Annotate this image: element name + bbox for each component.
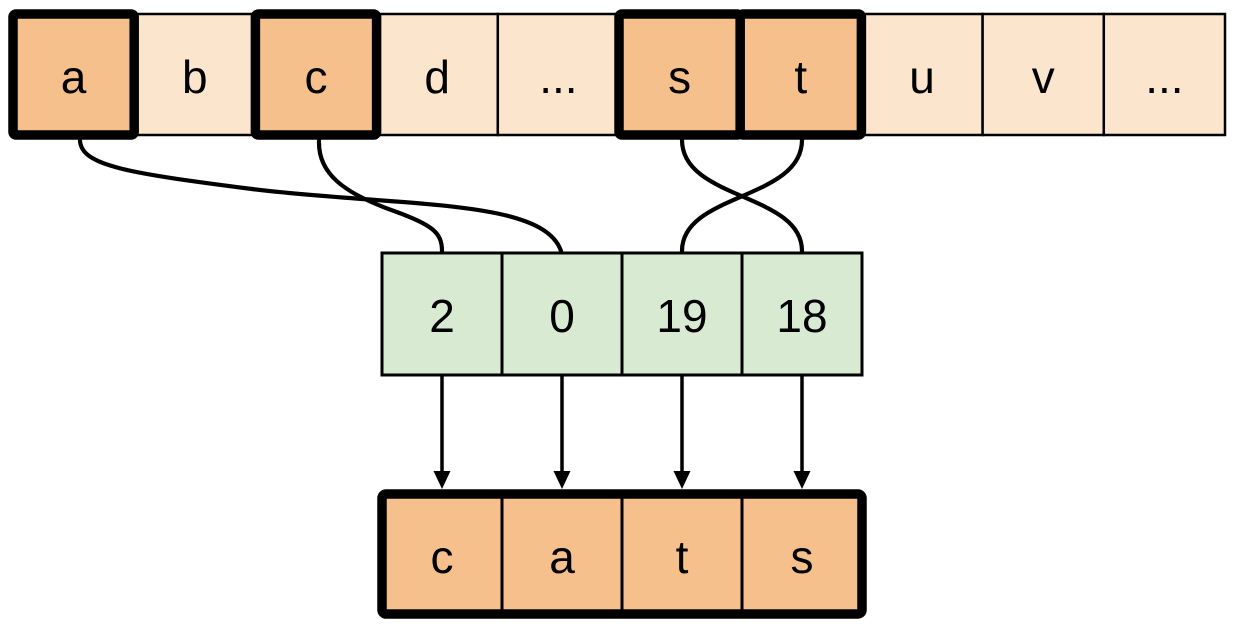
index-label-2: 2	[429, 290, 455, 342]
alphabet-cell-d	[375, 12, 500, 137]
index-label-0: 0	[549, 290, 575, 342]
alphabet-row: a b c d ... s t u v ...	[8, 9, 1227, 140]
connector-c-to-index-2	[316, 138, 445, 254]
alphabet-label-ellipsis-2: ...	[1145, 51, 1183, 103]
alphabet-label-ellipsis-1: ...	[539, 51, 577, 103]
output-cell-c	[380, 492, 504, 616]
alphabet-label-t: t	[794, 51, 807, 103]
letter-to-index-connectors	[77, 137, 805, 254]
alphabet-label-c: c	[305, 51, 328, 103]
output-label-a: a	[549, 531, 575, 583]
alphabet-label-s: s	[668, 51, 691, 103]
output-label-c: c	[431, 531, 454, 583]
index-cell-18	[740, 251, 864, 377]
alphabet-cell-ellipsis-2	[1102, 12, 1227, 137]
alphabet-cell-c	[250, 9, 382, 140]
arrow-head-2-to-c	[433, 471, 451, 489]
output-row: c a t s	[377, 489, 867, 619]
alphabet-cell-a	[8, 9, 139, 140]
alphabet-cell-ellipsis-1	[496, 12, 621, 137]
index-to-output-arrows	[433, 376, 811, 489]
index-label-19: 19	[656, 290, 707, 342]
index-cell-19	[620, 251, 744, 377]
output-row-frame	[377, 489, 867, 619]
alphabet-label-v: v	[1032, 51, 1055, 103]
alphabet-label-a: a	[61, 51, 87, 103]
index-cell-0	[500, 251, 624, 377]
index-label-18: 18	[776, 290, 827, 342]
alphabet-cell-v	[981, 12, 1106, 137]
alphabet-cell-t	[735, 9, 867, 140]
index-row: 2 0 19 18	[380, 251, 864, 377]
arrow-head-0-to-a	[553, 471, 571, 489]
connector-t-to-index-19	[679, 137, 805, 254]
alphabet-label-b: b	[182, 51, 208, 103]
output-label-s: s	[791, 531, 814, 583]
arrow-head-18-to-s	[793, 471, 811, 489]
alphabet-cell-b	[132, 12, 257, 137]
index-cell-2	[380, 251, 504, 377]
arrow-head-19-to-t	[673, 471, 691, 489]
alphabet-label-d: d	[424, 51, 450, 103]
connector-a-to-index-0	[77, 138, 564, 254]
output-label-t: t	[676, 531, 689, 583]
alphabet-label-u: u	[909, 51, 935, 103]
